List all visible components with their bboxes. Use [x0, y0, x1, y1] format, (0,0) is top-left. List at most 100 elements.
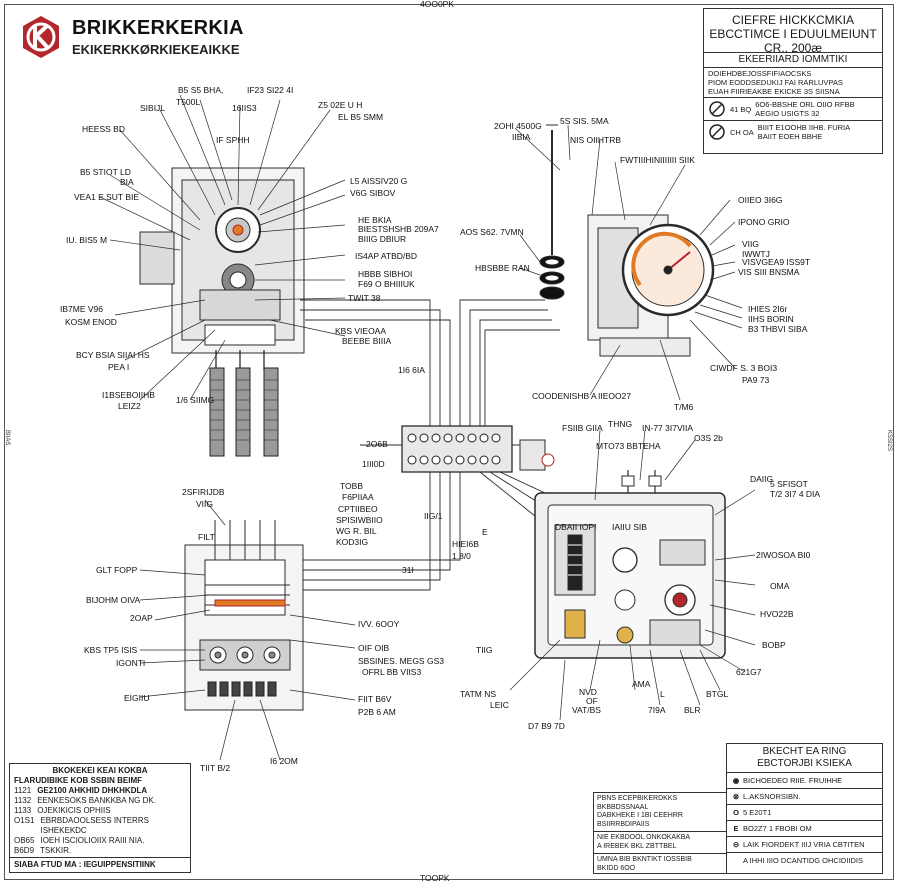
- brand-subtitle: EKIKERKKØRKIEKEAIKKE: [72, 42, 240, 57]
- ann-lr-12: OMA: [770, 581, 790, 591]
- equipment-title-2: EBCTORJBI KSIEKA: [757, 758, 852, 769]
- title-block-subtitle: EKEERIIARD IOMMTIKI: [704, 53, 882, 68]
- ann-ur-21: PA9 73: [742, 375, 770, 385]
- legend-title: BKOKEKEI KEAI KOKBA: [52, 766, 148, 775]
- ann-ur-14: VIS SIII BNSMA: [738, 267, 800, 277]
- ann-ll-18: TIIG: [476, 645, 493, 655]
- title-row-1: DOIEHDBEJOSSFIFIAOCSKS: [708, 69, 812, 78]
- ann-ul-23: IB7ME V96: [60, 304, 103, 314]
- ann-ll-2: VIIG: [196, 499, 214, 509]
- title-row-4: 6O6-BBSHE ORL OIIO RFBB: [755, 100, 855, 109]
- ann-c-10: IIG/1: [424, 511, 443, 521]
- ann-lr-13: HVO22B: [760, 609, 794, 619]
- ann-ur-13: VISVGEA9 ISS9T: [742, 257, 811, 267]
- ann-lr-3: IN-77 3I7VIIA: [642, 423, 694, 433]
- ann-ll-14: SBSINES. MEGS GS3: [358, 656, 444, 666]
- ann-ul-27: BCY BSIA SIIAI HS: [76, 350, 150, 360]
- ann-c-3: 1III0D: [362, 459, 385, 469]
- title-row-6: BIIIT E1OOHB IIHB. FURIA: [757, 123, 851, 132]
- bottom-left-legend: BKOKEKEI KEAI KOKBA FLARUDIBIKE KOB SSBI…: [9, 763, 191, 873]
- ann-lr-17: OF: [586, 696, 598, 706]
- circle-slash-icon: [709, 124, 725, 140]
- ann-ur-22: T/M6: [674, 402, 694, 412]
- ann-ll-4: GLT FOPP: [96, 565, 138, 575]
- ann-ul-18: BIIIG DBIUR: [358, 234, 407, 244]
- ann-ll-19: TATM NS: [460, 689, 497, 699]
- ann-lr-7: 5 SFISOT: [770, 479, 808, 489]
- ann-ll-1: 2SFIRIJDB: [182, 487, 225, 497]
- ann-ul-21: F69 O BHIIIUK: [358, 279, 415, 289]
- ann-ul-6: EL B5 SMM: [338, 112, 384, 122]
- ann-ul-17: BIESTSHSHB 209A7: [358, 224, 439, 234]
- ann-ll-20: LEIC: [490, 700, 509, 710]
- notes-row-1: PBNS ECEPBIKERDKKS BKBBDSSNAAL: [597, 795, 678, 811]
- notes-row-7: BKIDD 6OO: [597, 864, 636, 872]
- ann-ur-18: COODENISHB A: [532, 391, 597, 401]
- brand-name: BRIKKERKERKIA: [72, 17, 244, 39]
- ann-ul-8: HEESS BD: [82, 124, 125, 134]
- ann-ul-3: IF23 SI22 4I: [247, 85, 294, 95]
- ann-lr-22: BTGL: [706, 689, 729, 699]
- ann-ll-12: IVV. 6OOY: [358, 619, 400, 629]
- ann-lr-18: AMA: [632, 679, 651, 689]
- ann-ll-5: BIJOHM OIVA: [86, 595, 141, 605]
- ann-ur-3: 5S SIS. 5MA: [560, 116, 609, 126]
- ann-ul-5: Z5 02E U H: [318, 100, 363, 110]
- ann-c-4: TOBB: [340, 481, 363, 491]
- ann-ur-5: FWTIIIHIN: [620, 155, 661, 165]
- title-row-code-2: CH OA: [730, 127, 754, 137]
- equipment-title-1: BKECHT EA RING: [762, 746, 847, 757]
- ann-lr-4: MTO73 BBTEHA: [596, 441, 661, 451]
- ann-c-12: E: [482, 527, 488, 537]
- equipment-row: ⊝LAIK FIORDEKT IIIJ VRIA CBTITEN: [727, 837, 882, 853]
- ann-ll-9: EIGIIU: [124, 693, 150, 703]
- ann-ll-7: KBS TP5 ISIS: [84, 645, 138, 655]
- notes-row-5: A IREBEK BKL ZBTTBEL: [597, 842, 677, 850]
- ann-ul-12: VEA1 E SUT BIE: [74, 192, 140, 202]
- ann-ll-15: OFRL BB VIIS3: [362, 667, 422, 677]
- ann-lr-16: NVD: [579, 687, 597, 697]
- ann-ul-26: BEEBE BIIIA: [342, 336, 392, 346]
- ann-ur-17: B3 THBVI SIBA: [748, 324, 808, 334]
- ann-ul-11: BIA: [120, 177, 134, 187]
- notes-row-2: DABKHEKE I 1BI CEEHRR: [597, 812, 683, 819]
- ann-lr-20: 7I9A: [648, 705, 666, 715]
- title-block: CIEFRE HICKKCMKIA EBCCTIMCE I EDUULMEIUN…: [703, 8, 883, 154]
- equipment-row: ◉BICHOEDEO RIIE. FRUIHHE: [727, 773, 882, 789]
- ann-ul-19: IS4AP ATBD/BD: [355, 251, 418, 261]
- ann-ur-2: IIBIA: [512, 132, 531, 142]
- equipment-row: A IHHI IIIO DCANTIDG OHCIDIIDIS: [743, 856, 864, 865]
- cross-circle-icon: ⊗: [732, 792, 740, 801]
- ann-ul-25: KBS VIEOAA: [335, 326, 387, 336]
- ann-ll-16: FIIT B6V: [358, 694, 392, 704]
- ann-ur-20: CIWDF S. 3 BOI3: [710, 363, 778, 373]
- equipment-legend: BKECHT EA RING EBCTORJBI KSIEKA ◉BICHOED…: [726, 743, 883, 874]
- ann-ur-1: 2OHI 4500G: [494, 121, 542, 131]
- notes-row-4: NIE EKBDOOL ONKOKAKBA: [597, 834, 691, 841]
- ann-ll-21: HIEI6B: [452, 539, 479, 549]
- ann-lr-10: IAIIU SIB: [612, 522, 647, 532]
- ann-lr-24: D7 B9 7D: [528, 721, 565, 731]
- notes-row-3: BSIIRRBDIPAIIS: [597, 820, 650, 828]
- ann-lr-11: 2IWOSOA BI0: [756, 550, 811, 560]
- bottom-tag: TOOPK: [420, 873, 450, 883]
- title-row-3: EUAH FIIRIEAKBE EKICKE 3S SIISNA: [708, 87, 840, 96]
- ann-lr-9: DBAII IOP!: [555, 522, 597, 532]
- ann-ll-17: P2B 6 AM: [358, 707, 396, 717]
- ann-ul-20: HBBB SIBHOI: [358, 269, 413, 279]
- ann-ul-16: HE BKIA: [358, 215, 392, 225]
- ann-c-1: 1I6 6IA: [398, 365, 425, 375]
- ann-ll-8: IGONTI: [116, 658, 146, 668]
- ann-ul-29: I1BSEBOIIHB: [102, 390, 155, 400]
- ann-c-8: WG R. BIL: [336, 526, 377, 536]
- brand-logo-icon: [23, 16, 59, 58]
- legend-subtitle: FLARUDIBIKE KOB SSBIN BEIMF: [14, 776, 142, 785]
- ann-ul-4: 16IIS3: [232, 103, 257, 113]
